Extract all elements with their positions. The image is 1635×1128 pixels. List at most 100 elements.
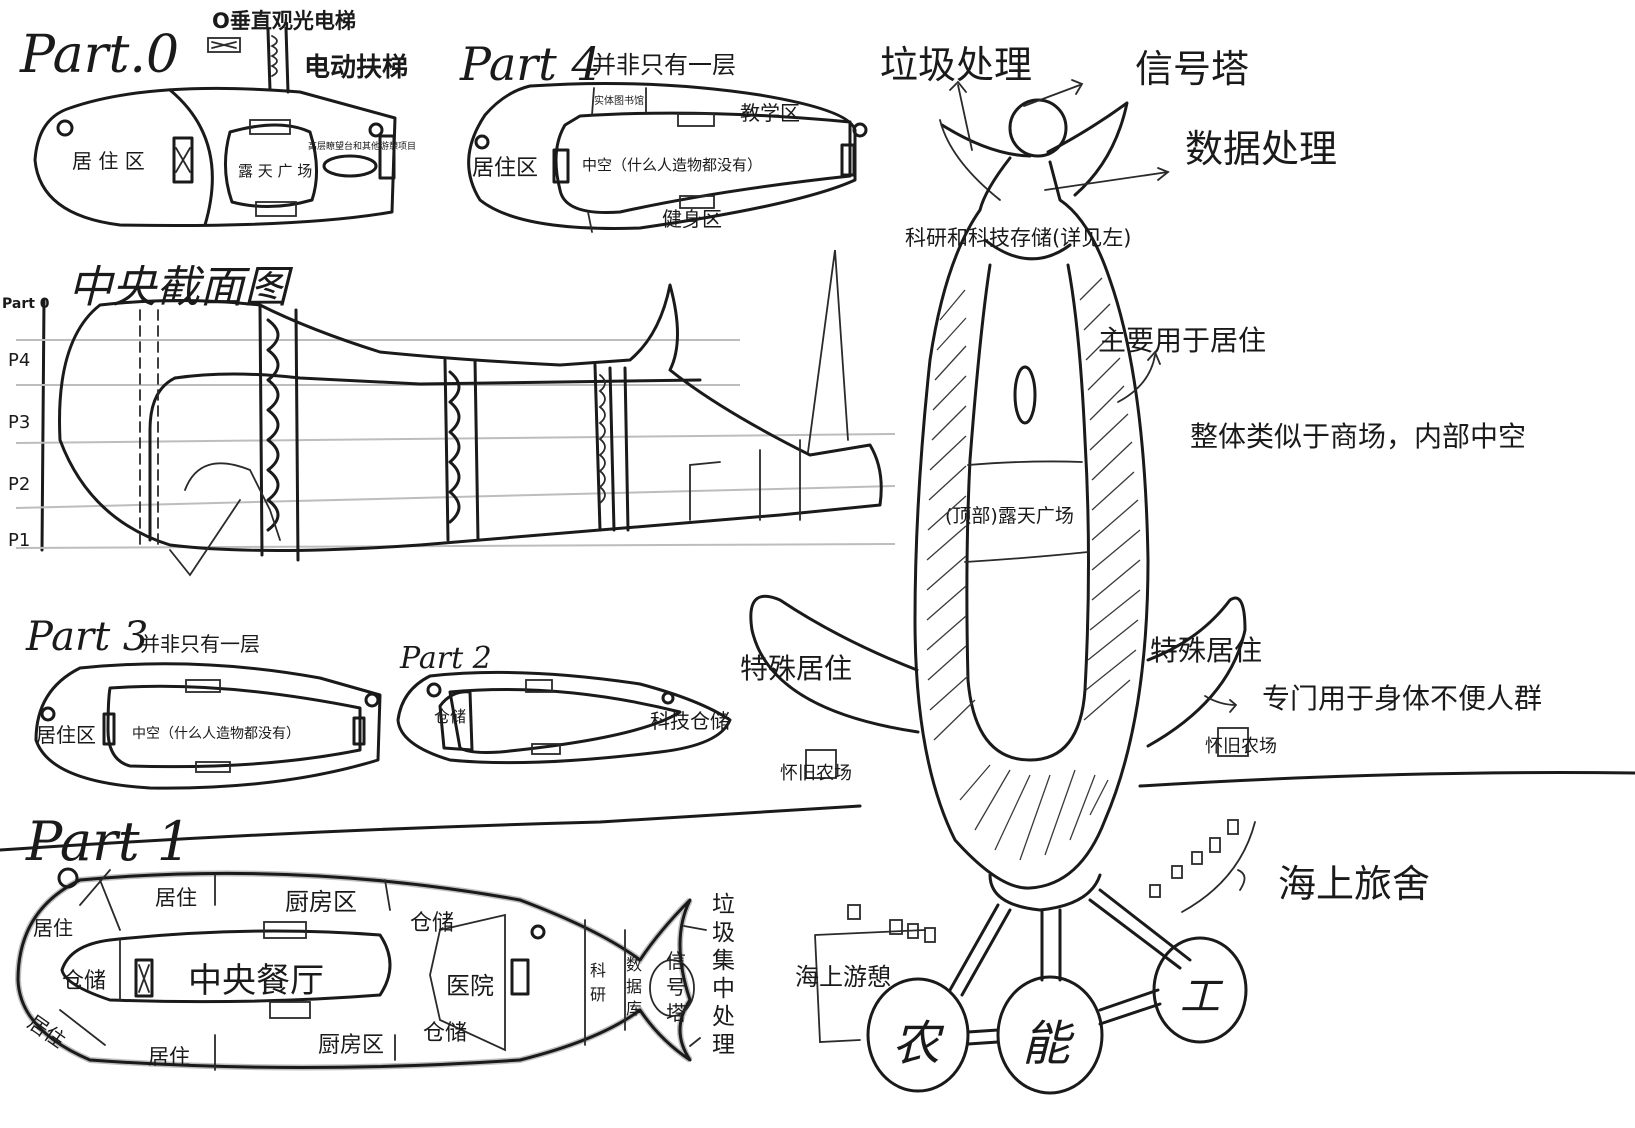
svg-text:信: 信	[666, 949, 686, 973]
pod-agriculture	[866, 977, 970, 1093]
tower-top-wing-left	[939, 119, 1001, 201]
part0-title: Part.0	[19, 25, 179, 85]
svg-text:科: 科	[590, 961, 606, 980]
arrow-icon	[683, 925, 707, 1047]
part3-title: Part 3	[25, 614, 148, 660]
leisure-cabins-icon	[814, 904, 936, 1043]
pod-energy-label: 能	[1022, 1016, 1075, 1072]
pod-industry-label: 工	[1180, 974, 1224, 1020]
svg-text:塔: 塔	[666, 1001, 686, 1025]
svg-text:集: 集	[712, 948, 735, 974]
section-core	[139, 309, 159, 546]
tower-body-outline	[913, 156, 1150, 890]
elevator-point-icon	[57, 867, 79, 889]
elevator-point-icon	[426, 682, 442, 698]
section-outline	[58, 283, 883, 552]
tower-residential-label: 主要用于居住	[1098, 324, 1266, 357]
part4-note: 并非只有一层	[592, 51, 736, 79]
elevator-point-icon	[474, 134, 490, 150]
part1-title: Part 1	[25, 810, 191, 873]
farm-right-label: 怀旧农场	[1205, 736, 1277, 757]
part1-kitchen-bottom: 厨房区	[318, 1033, 384, 1058]
tower-signal-label: 信号塔	[1135, 47, 1249, 91]
elevator-point-icon	[40, 706, 56, 722]
tower-mall-note: 整体类似于商场，内部中空	[1190, 420, 1526, 453]
part4-outer-outline	[467, 81, 857, 230]
part2-storage-room	[438, 690, 474, 752]
svg-text:号: 号	[666, 975, 686, 999]
svg-text:中: 中	[712, 976, 735, 1002]
part2-inner-outline	[448, 688, 682, 754]
pod-links	[966, 988, 1162, 1046]
escalator-icon	[102, 712, 116, 746]
escalator-zigzag-icon	[266, 318, 280, 532]
escalator-cross-icon	[138, 964, 150, 993]
part1-hospital-label: 医院	[446, 972, 494, 1000]
legend-elevator: O垂直观光电梯	[212, 9, 356, 33]
svg-text:库: 库	[626, 999, 642, 1018]
svg-text:据: 据	[626, 977, 642, 996]
elevator-point-icon	[530, 924, 546, 940]
callout-arrow-icon	[1204, 695, 1238, 713]
section-axis	[40, 298, 46, 552]
escalator-icon	[510, 958, 530, 996]
tower-base-ring	[988, 873, 1102, 912]
part1-res-top: 居住	[155, 886, 197, 910]
escalator-shaft	[593, 363, 630, 532]
part1-dividers	[59, 869, 626, 1071]
escalator-zigzag-icon	[269, 35, 278, 77]
wing-left	[749, 594, 920, 734]
part1-database-label: 数 据 库	[626, 955, 642, 1018]
svg-text:圾: 圾	[712, 920, 735, 946]
elevator-symbol-icon	[185, 679, 221, 693]
part4-residential-label: 居住区	[472, 156, 538, 181]
signal-tower-outline	[649, 959, 695, 1017]
elevator-point-icon	[661, 691, 675, 705]
part0-residential-boundary	[168, 88, 214, 227]
part3-inner-outline	[106, 684, 362, 769]
elevator-point-icon	[368, 122, 384, 138]
tower-garbage-label: 垃圾处理	[880, 43, 1032, 87]
sea-level-line	[0, 771, 1635, 852]
part1-plan: Part 1 居住 居住 厨房区 仓储 仓储 中央餐厅 医院 居住 居住 厨房区…	[14, 810, 735, 1071]
tower-hatching	[926, 277, 1141, 861]
section-tower-spire	[807, 249, 849, 453]
part1-res-top-left: 居住	[33, 916, 73, 940]
elevator-point-icon	[364, 692, 380, 708]
level-label-p4: P4	[8, 350, 30, 371]
svg-text:理: 理	[712, 1032, 735, 1058]
level-label-p2: P2	[8, 474, 30, 495]
level-label-part0: Part 0	[2, 296, 50, 312]
section-stair-steps	[689, 439, 801, 521]
level-label-p3: P3	[8, 412, 30, 433]
elevator-point-icon	[56, 119, 74, 137]
elevator-symbol-icon	[195, 761, 231, 773]
elevator-symbol-icon	[207, 37, 241, 53]
dining-room-outline	[60, 929, 392, 1004]
part0-residential-label: 居 住 区	[72, 149, 145, 173]
tower-top-wings	[940, 101, 1129, 197]
elevator-symbol-icon	[677, 113, 715, 127]
part0-plan: Part.0 O垂直观光电梯 电动扶梯 居 住 区 露 天 广 场 高层瞭望台和…	[19, 9, 416, 227]
part1-res-bottom: 居住	[148, 1045, 190, 1069]
part1-storage-top: 仓储	[410, 911, 454, 936]
leisure-label: 海上游憩	[795, 963, 891, 991]
special-residence-right: 特殊居住	[1150, 634, 1262, 667]
part1-garbage-label: 垃 圾 集 中 处 理	[712, 892, 735, 1058]
part3-outer-outline	[34, 662, 382, 790]
escalator-icon	[378, 134, 396, 180]
escalator-icon	[172, 136, 194, 184]
part0-plaza-label: 露 天 广 场	[238, 162, 312, 180]
svg-text:垃: 垃	[712, 892, 735, 918]
farm-box	[805, 749, 837, 779]
part1-research-label: 科 研	[590, 961, 606, 1004]
escalator-icon	[134, 958, 154, 998]
farm-left-label: 怀旧农场	[780, 763, 852, 784]
part3-residential-label: 居住区	[36, 723, 96, 747]
part1-kitchen-top: 厨房区	[285, 888, 357, 916]
escalator-zigzag-icon	[448, 370, 461, 524]
observation-deck-outline	[322, 154, 378, 178]
part0-plaza-outline	[223, 123, 319, 208]
elevator-symbol-icon	[679, 195, 715, 209]
svg-text:研: 研	[590, 985, 606, 1004]
